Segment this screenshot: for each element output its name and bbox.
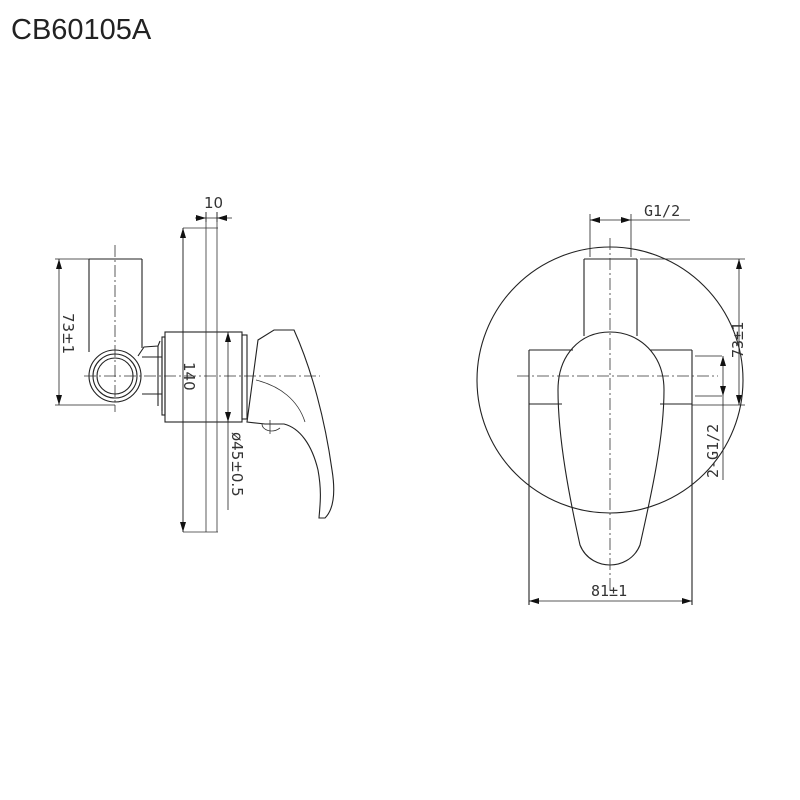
dim-label-front-width: 81±1 [591, 582, 627, 600]
front-view: G1/2 73±1 2-G1/2 81±1 [476, 202, 747, 605]
dim-plate-height: 140 [180, 228, 198, 532]
dim-label-side-threads: 2-G1/2 [704, 424, 722, 478]
dim-label-body-height: 73±1 [59, 313, 77, 354]
dim-label-front-height: 73±1 [729, 322, 747, 358]
upright-pipe [88, 245, 143, 412]
dim-label-body-diameter: ø45±0.5 [228, 432, 246, 497]
top-pipe [583, 258, 638, 336]
dim-body-diameter: ø45±0.5 [225, 332, 246, 510]
dim-plate-thickness: 10 [195, 194, 232, 222]
body-cylinder [164, 331, 248, 423]
handle-front [557, 331, 665, 566]
dim-label-plate-height: 140 [180, 362, 198, 391]
model-title: CB60105A [11, 14, 152, 46]
dim-front-width: 81±1 [529, 582, 692, 604]
round-inlet [84, 349, 320, 403]
dim-body-height: 73±1 [55, 258, 115, 406]
dim-side-threads: 2-G1/2 [695, 355, 726, 480]
horizontal-body [528, 349, 693, 605]
dim-label-top-thread: G1/2 [644, 202, 680, 220]
lever-handle [246, 329, 335, 519]
dim-top-thread: G1/2 [589, 202, 690, 257]
side-view: 10 140 73±1 ø45±0.5 [55, 194, 335, 533]
dim-label-plate-thickness: 10 [204, 194, 223, 212]
dim-front-height: 73±1 [640, 258, 747, 406]
